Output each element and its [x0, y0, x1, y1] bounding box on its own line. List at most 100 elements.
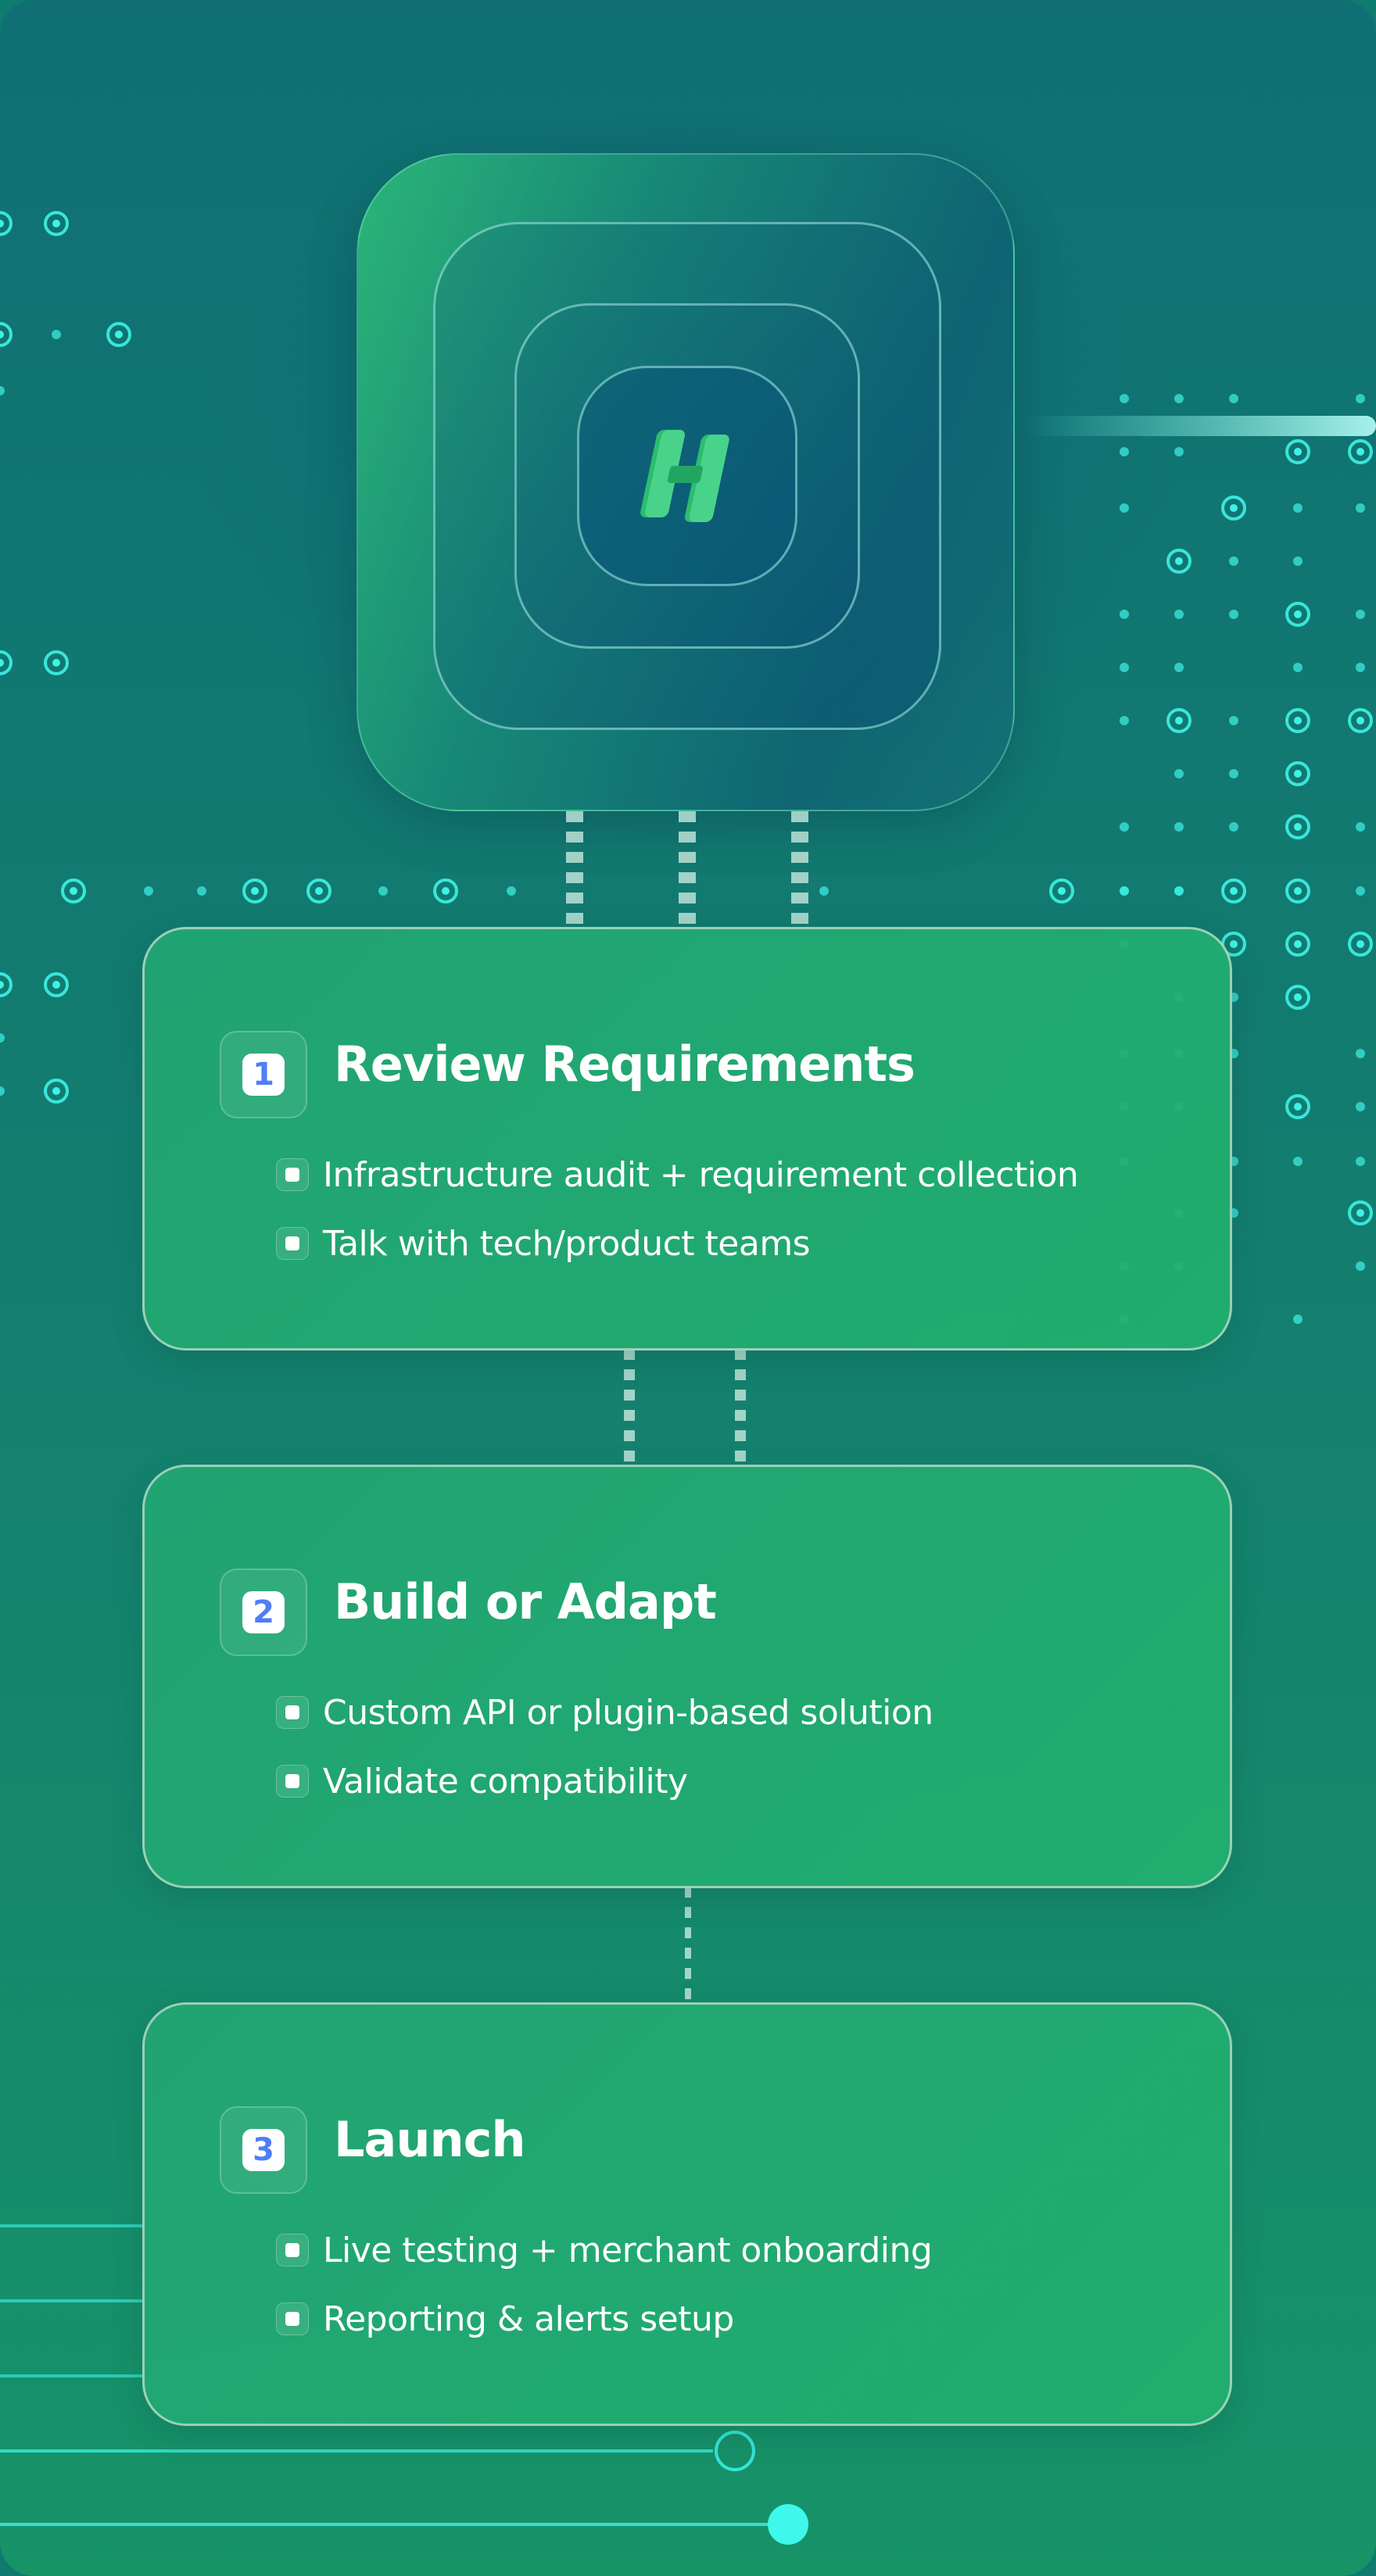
step-title: Review Requirements	[334, 1036, 916, 1093]
dot	[0, 1086, 5, 1096]
dot-ring	[44, 211, 69, 236]
circuit-lines	[0, 2224, 782, 2526]
connector-step1-step2-b	[735, 1349, 746, 1465]
list-item: Reporting & alerts setup	[276, 2284, 932, 2353]
dot-ring	[1049, 878, 1074, 903]
dot-ring	[1285, 439, 1310, 464]
dot	[1229, 769, 1238, 778]
dot-ring	[1285, 1094, 1310, 1119]
connector-step1-step2-a	[624, 1349, 635, 1465]
connector-hero-step1-b	[679, 811, 696, 927]
dot	[1229, 556, 1238, 566]
dot-ring	[1348, 439, 1373, 464]
dot	[1229, 822, 1238, 832]
list-item: Validate compatibility	[276, 1747, 933, 1816]
dot	[1229, 394, 1238, 403]
dot	[378, 886, 388, 896]
dot	[1120, 447, 1129, 456]
circuit-node-ring	[715, 2431, 755, 2471]
list-item-text: Reporting & alerts setup	[323, 2299, 734, 2339]
dot-ring	[1285, 761, 1310, 786]
light-streak	[1024, 416, 1376, 436]
dot	[1356, 663, 1365, 672]
dot-ring	[44, 650, 69, 675]
step-number: 1	[242, 1054, 285, 1096]
dot	[1120, 503, 1129, 513]
bullet-icon	[276, 2302, 309, 2335]
dot	[0, 1033, 5, 1043]
dot	[1293, 503, 1303, 513]
hero-logo-panel	[357, 153, 1015, 811]
dot-ring	[433, 878, 458, 903]
dot	[1356, 1261, 1365, 1271]
dot-ring	[1348, 1200, 1373, 1225]
dot	[1229, 716, 1238, 725]
dot-ring	[0, 650, 13, 675]
dot	[819, 886, 829, 896]
dot	[1293, 1315, 1303, 1324]
dot	[1120, 716, 1129, 725]
dot	[1174, 610, 1184, 619]
dot	[1293, 556, 1303, 566]
dot	[1174, 394, 1184, 403]
dot	[1356, 1102, 1365, 1111]
dot-ring	[1285, 708, 1310, 733]
dot	[1174, 886, 1184, 896]
dot-ring	[61, 878, 86, 903]
list-item: Infrastructure audit + requirement colle…	[276, 1140, 1079, 1209]
dot-ring	[1285, 932, 1310, 957]
bullet-icon	[276, 1696, 309, 1729]
list-item: Custom API or plugin-based solution	[276, 1678, 933, 1747]
dot	[1356, 886, 1365, 896]
connector-step2-step3	[685, 1887, 691, 2002]
step-item-list: Custom API or plugin-based solution Vali…	[276, 1678, 933, 1816]
list-item-text: Custom API or plugin-based solution	[323, 1692, 933, 1733]
dot	[1356, 610, 1365, 619]
dot-ring	[44, 972, 69, 997]
bullet-icon	[276, 1227, 309, 1260]
dot	[197, 886, 206, 896]
dot	[1293, 1157, 1303, 1166]
connector-hero-step1-a	[566, 811, 583, 927]
step-number: 3	[242, 2129, 285, 2171]
bullet-icon	[276, 2234, 309, 2267]
dot-ring	[1348, 932, 1373, 957]
dot-ring	[106, 322, 131, 347]
dot	[1356, 1157, 1365, 1166]
dot	[1174, 822, 1184, 832]
dot-ring	[1285, 602, 1310, 627]
step-card-2: 2 Build or Adapt Custom API or plugin-ba…	[142, 1465, 1232, 1888]
dot-ring	[1166, 708, 1191, 733]
dot-ring	[1285, 878, 1310, 903]
bullet-icon	[276, 1158, 309, 1191]
dot	[1356, 394, 1365, 403]
step-number-badge: 2	[220, 1569, 307, 1656]
circuit-node	[768, 2504, 808, 2545]
dot-ring	[0, 211, 13, 236]
dot-ring	[1166, 549, 1191, 574]
dot	[1356, 1049, 1365, 1058]
dot-ring	[0, 322, 13, 347]
step-title: Launch	[334, 2111, 526, 2168]
dot-ring	[1221, 878, 1246, 903]
dot	[1356, 822, 1365, 832]
list-item: Live testing + merchant onboarding	[276, 2216, 933, 2284]
dot-ring	[1285, 814, 1310, 839]
list-item-text: Talk with tech/product teams	[323, 1223, 811, 1264]
dot-ring	[0, 972, 13, 997]
step-item-list: Live testing + merchant onboarding Repor…	[276, 2216, 933, 2353]
dot	[1229, 610, 1238, 619]
dot-ring	[1221, 496, 1246, 521]
dot	[52, 330, 61, 339]
dot	[1120, 394, 1129, 403]
bullet-icon	[276, 1765, 309, 1798]
dot	[1174, 663, 1184, 672]
dot-ring	[1348, 708, 1373, 733]
dot	[144, 886, 153, 896]
dot	[0, 386, 5, 395]
step-number-badge: 1	[220, 1031, 307, 1118]
dot	[1174, 447, 1184, 456]
dot	[1120, 663, 1129, 672]
dot	[507, 886, 516, 896]
connector-hero-step1-c	[791, 811, 808, 927]
